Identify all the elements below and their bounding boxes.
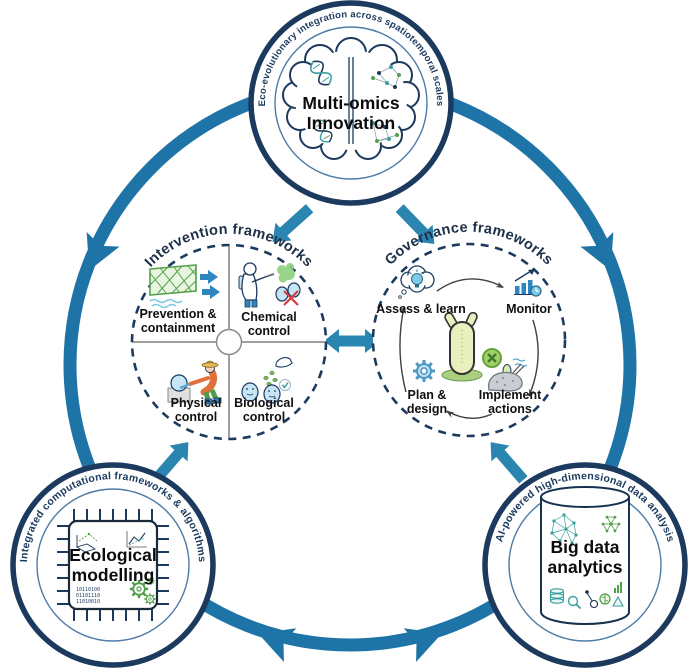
arrow-top-to-governance xyxy=(395,204,435,244)
tunicate-icon xyxy=(441,311,502,382)
cycle-arrow-top xyxy=(436,278,504,292)
step-label-assess: Assess & learn xyxy=(376,302,466,316)
node-title-line1: Multi-omics xyxy=(302,93,399,113)
intervention-frameworks-circle: Intervention frameworks xyxy=(130,222,328,441)
svg-text:01101110: 01101110 xyxy=(76,593,100,599)
hex-network-icon xyxy=(601,515,621,533)
arrow-modelling-to-intervention xyxy=(151,442,189,484)
cycle-arrowheads xyxy=(400,281,535,418)
monitoring-chart-icon xyxy=(514,269,542,297)
cycle-arrowhead xyxy=(446,411,455,418)
node-multi-omics: Eco-evolutionary integration across spat… xyxy=(248,0,454,206)
arrow-intervention-governance-bidirectional xyxy=(324,329,380,353)
svg-text:11010010: 11010010 xyxy=(76,599,100,605)
node-link-icon xyxy=(585,590,599,609)
cycle-arrow-right xyxy=(528,319,539,397)
connector-arrows xyxy=(151,204,528,484)
removal-x-icon xyxy=(482,348,502,368)
disk-stack-icon xyxy=(549,588,565,604)
node-title-line2: analytics xyxy=(548,557,623,577)
cycle-arrowhead xyxy=(400,306,407,315)
node-title-line1: Ecological xyxy=(69,545,157,565)
quadrant-label-physical-2: control xyxy=(175,410,217,424)
quadrant-label-chemical-2: control xyxy=(248,324,290,338)
quadrant-label-biological-1: Biological xyxy=(234,396,294,410)
cycle-arrowhead xyxy=(495,281,504,288)
quadrant-label-physical-1: Physical xyxy=(171,396,222,410)
matrix-icon: 10110100 01101110 11010010 xyxy=(76,587,100,605)
gears-icon xyxy=(129,577,156,605)
node-title-line2: modelling xyxy=(72,565,155,585)
center-hub xyxy=(215,328,243,356)
governance-frameworks-circle: Governance frameworks xyxy=(371,220,567,438)
ring-arrowhead-right xyxy=(580,231,614,271)
quadrant-label-prevention-1: Prevention & xyxy=(139,307,216,321)
cycle-arrowhead xyxy=(529,388,535,397)
mini-brain-icon xyxy=(599,593,611,605)
flask-chart-icon xyxy=(612,582,624,607)
node-title-line1: Big data xyxy=(550,537,619,557)
step-label-implement-1: Implement xyxy=(479,388,542,402)
step-label-plan-2: design xyxy=(407,402,447,416)
network-graph-icon xyxy=(371,121,399,143)
arrow-bigdata-to-governance xyxy=(490,442,528,484)
quadrant-label-biological-2: control xyxy=(243,410,285,424)
database-cylinder-icon xyxy=(540,486,630,625)
dna-helix-icon xyxy=(313,119,333,143)
brain-icon xyxy=(282,37,420,160)
step-label-plan-1: Plan & xyxy=(408,388,447,402)
magnifier-icon xyxy=(567,595,582,610)
quadrant-label-prevention-2: containment xyxy=(141,321,216,335)
arrow-top-to-intervention xyxy=(272,204,314,242)
node-big-data: AI-powered high-dimensional data analysi… xyxy=(482,462,688,668)
cycle-arrow-left xyxy=(399,306,407,393)
step-label-implement-2: actions xyxy=(488,402,532,416)
dna-helix-icon xyxy=(310,60,332,86)
quadrant-label-chemical-1: Chemical xyxy=(241,310,297,324)
svg-text:10110100: 10110100 xyxy=(76,587,100,593)
step-label-monitor: Monitor xyxy=(506,302,552,316)
idea-cloud-icon xyxy=(398,265,435,299)
ring-arrowhead-left xyxy=(86,231,120,271)
3d-plot-icon xyxy=(75,532,98,553)
line-chart-icon xyxy=(126,531,147,548)
biocontrol-release-icon xyxy=(241,357,293,404)
barrier-fence-icon xyxy=(149,264,220,309)
node-title-line2: Innovation xyxy=(307,113,395,133)
implementation-rock-icon xyxy=(488,358,528,392)
network-graph-icon xyxy=(371,65,401,89)
gear-icon xyxy=(413,360,435,382)
ring-arrowhead-bottom-right xyxy=(403,628,442,663)
ring-arrowhead-bottom-left xyxy=(258,628,297,663)
mesh-network-icon xyxy=(550,513,578,545)
sprayer-person-icon xyxy=(238,262,301,308)
microchip-icon: 10110100 01101110 11010010 xyxy=(57,509,169,621)
manual-removal-icon xyxy=(167,360,222,405)
node-ecological-modelling: Integrated computational frameworks & al… xyxy=(10,462,216,668)
